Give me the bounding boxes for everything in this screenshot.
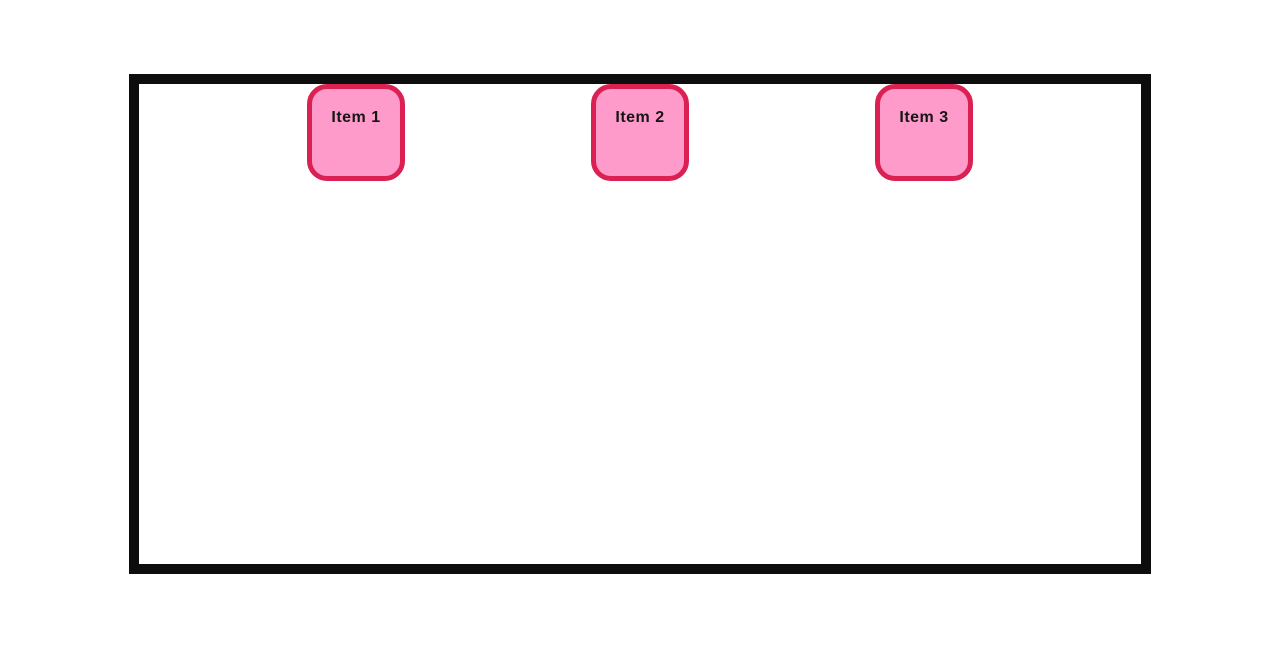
draggable-item-3[interactable]: Item 3 <box>875 84 973 181</box>
draggable-item-1[interactable]: Item 1 <box>307 84 405 181</box>
draggable-item-2[interactable]: Item 2 <box>591 84 689 181</box>
items-container: Item 1 Item 2 Item 3 <box>129 74 1151 574</box>
